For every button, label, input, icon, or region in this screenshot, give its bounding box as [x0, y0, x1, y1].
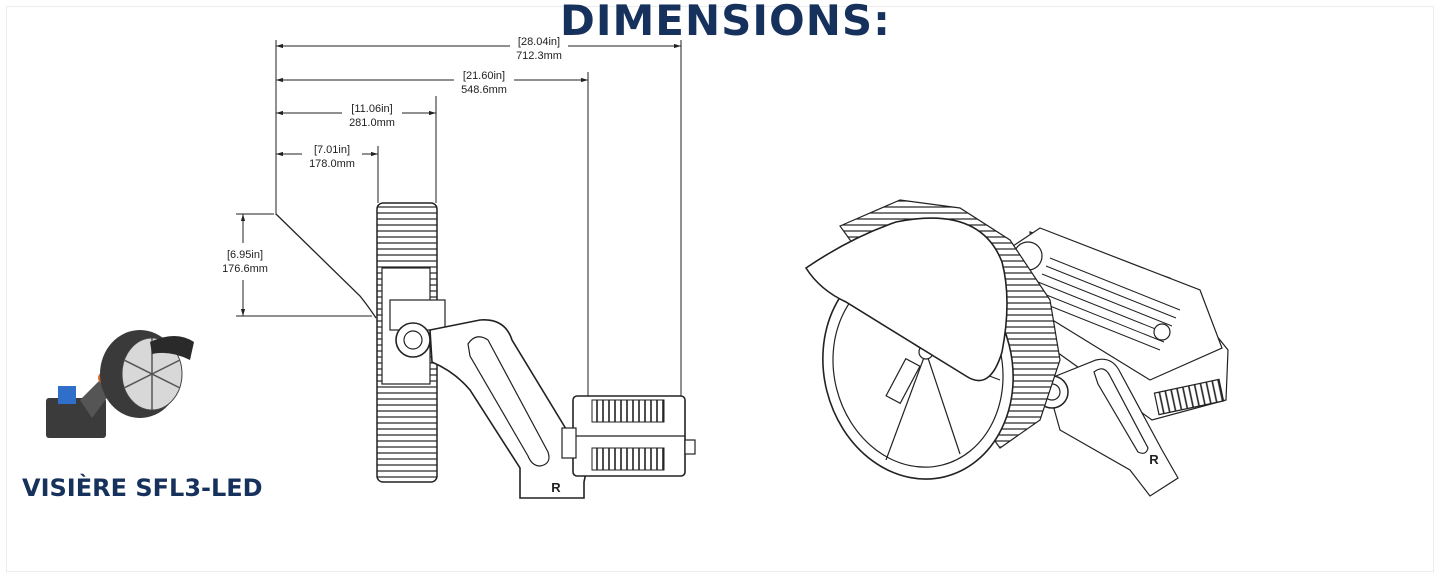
- iso-visor: [804, 217, 1008, 382]
- thumb-visor: [150, 336, 194, 360]
- driver-fins-bottom: [591, 447, 665, 471]
- dimension-labels: [28.04in] 712.3mm [21.60in] 548.6mm [11.…: [222, 36, 562, 495]
- iso-driver-side-fins: [1153, 378, 1225, 416]
- pivot-knuckle-inner: [403, 330, 423, 350]
- dim-head-mm: 281.0mm: [349, 117, 395, 129]
- dim-visor-inches: [7.01in]: [314, 144, 350, 156]
- visor-profile: [275, 213, 377, 319]
- bracket-mark-side: R: [551, 480, 561, 495]
- driver-mount: [561, 427, 577, 459]
- dim-housing-mm: 548.6mm: [461, 84, 507, 96]
- iso-led-module: [885, 357, 921, 405]
- page-title: DIMENSIONS:: [560, 0, 891, 45]
- dim-visor-mm: 178.0mm: [309, 158, 355, 170]
- product-name: VISIÈRE SFL3-LED: [22, 474, 263, 502]
- dim-height-inches: [6.95in]: [227, 249, 263, 261]
- iso-driver-port: [1153, 323, 1171, 341]
- bracket-slot: [467, 336, 550, 467]
- iso-bracket-slot: [1093, 368, 1149, 454]
- dim-head-inches: [11.06in]: [351, 103, 392, 115]
- product-thumbnail: [46, 330, 194, 438]
- page-frame: [6, 6, 1434, 572]
- cable-gland: [684, 439, 696, 455]
- iso-bracket: [1045, 358, 1179, 497]
- side-view: [236, 40, 696, 499]
- dim-height-mm: 176.6mm: [222, 263, 268, 275]
- iso-driver-fins: [1029, 257, 1181, 351]
- isometric-view: [804, 199, 1229, 497]
- dim-overall-mm: 712.3mm: [516, 50, 562, 62]
- thumb-blue-cap: [58, 386, 76, 404]
- bracket-mark-iso: R: [1149, 452, 1159, 467]
- driver-fins-top: [591, 399, 665, 423]
- dim-overall-inches: [28.04in]: [518, 36, 560, 48]
- dim-housing-inches: [21.60in]: [463, 70, 505, 82]
